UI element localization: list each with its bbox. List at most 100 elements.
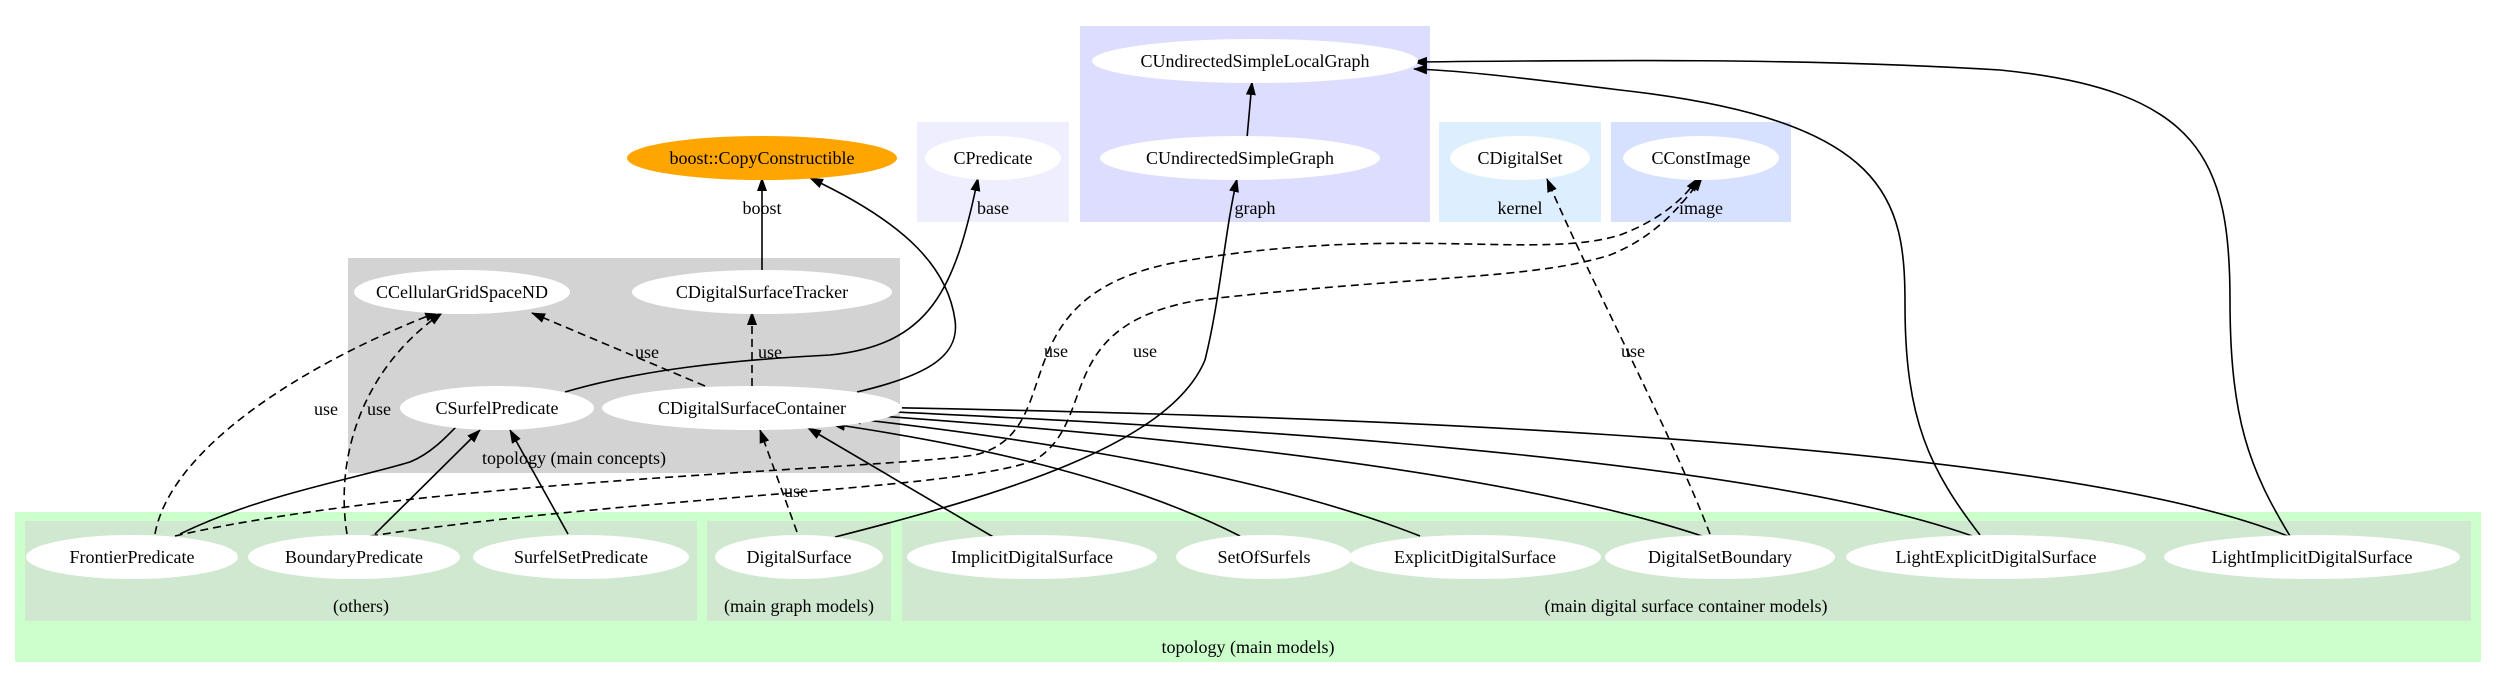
node-cconstimage[interactable]: CConstImage: [1623, 136, 1779, 180]
node-csurfelpredicate-shape[interactable]: [400, 386, 594, 430]
node-frontierpredicate-label: FrontierPredicate: [70, 547, 195, 567]
node-digitalsetboundary[interactable]: DigitalSetBoundary: [1605, 535, 1835, 579]
edge-surfelsetpredicate-to-csurfelpredicate: [509, 429, 569, 535]
node-lightexplicitdigitalsurface[interactable]: LightExplicitDigitalSurface: [1846, 535, 2146, 579]
node-cundirectedsimplelocalgraph-shape[interactable]: [1092, 39, 1418, 83]
node-frontierpredicate[interactable]: FrontierPredicate: [26, 535, 238, 579]
node-cdigitalsurfacecontainer-label: CDigitalSurfaceContainer: [658, 398, 846, 418]
node-cconstimage-shape[interactable]: [1623, 136, 1779, 180]
edge-frontierpredicate-to-ccellulargridspacend: [154, 311, 439, 535]
cluster-container-models-label: (main digital surface container models): [1545, 596, 1828, 617]
edge-digitalsurface-to-cdigitalsurfacecontainer: [759, 429, 798, 533]
node-cdigitalsurfacetracker[interactable]: CDigitalSurfaceTracker: [632, 270, 892, 314]
node-setofsurfels[interactable]: SetOfSurfels: [1176, 535, 1352, 579]
node-surfelsetpredicate-label: SurfelSetPredicate: [514, 547, 648, 567]
node-lightexplicitdigitalsurface-label: LightExplicitDigitalSurface: [1896, 547, 2097, 567]
node-ccellulargridspacend[interactable]: CCellularGridSpaceND: [354, 270, 570, 314]
edge-boundarypredicate-to-cconstimage: [369, 177, 1703, 537]
edge-cdigitalsurfacecontainer-to-ccellulargridspacend: [531, 312, 706, 387]
node-surfelsetpredicate[interactable]: SurfelSetPredicate: [473, 535, 689, 579]
edge-boundarypredicate-to-ccellulargridspacend: [343, 312, 443, 535]
cluster-base-label: base: [977, 198, 1009, 218]
node-boundarypredicate-shape[interactable]: [248, 535, 460, 579]
node-cdigitalset[interactable]: CDigitalSet: [1450, 136, 1590, 180]
node-cundirectedsimplelocalgraph[interactable]: CUndirectedSimpleLocalGraph: [1092, 39, 1418, 83]
node-cpredicate-label: CPredicate: [954, 148, 1033, 168]
node-digitalsetboundary-shape[interactable]: [1605, 535, 1835, 579]
edge-label-use-boundary-cellular: use: [367, 399, 391, 419]
node-cundirectedsimplegraph[interactable]: CUndirectedSimpleGraph: [1100, 136, 1380, 180]
edge-label-use-frontier-cellular: use: [314, 399, 338, 419]
node-cdigitalset-label: CDigitalSet: [1478, 148, 1563, 168]
node-cundirectedsimplegraph-label: CUndirectedSimpleGraph: [1146, 148, 1334, 168]
cluster-topology-concepts-label: topology (main concepts): [482, 448, 666, 469]
node-lightimplicitdigitalsurface[interactable]: LightImplicitDigitalSurface: [2164, 535, 2460, 579]
node-copyconstructible-label: boost::CopyConstructible: [669, 148, 854, 168]
edge-labels: boost use use use use use use use use: [314, 198, 1645, 501]
node-digitalsurface-label: DigitalSurface: [747, 547, 852, 567]
node-explicitdigitalsurface-shape[interactable]: [1349, 535, 1601, 579]
edge-lightexplicitdigitalsurface-to-cdigitalsurfacecontainer: [854, 405, 1976, 538]
node-frontierpredicate-shape[interactable]: [26, 535, 238, 579]
edge-lightexplicitdigitalsurface-to-cundirectedsimplelocalgraph: [1413, 64, 1981, 536]
edge-digitalsurface-to-cundirectedsimplegraph: [834, 178, 1239, 538]
edge-frontierpredicate-to-csurfelpredicate: [179, 404, 479, 535]
node-cpredicate-shape[interactable]: [925, 136, 1061, 180]
edge-digitalsetboundary-to-cdigitalset: [1546, 178, 1711, 535]
node-implicitdigitalsurface-label: ImplicitDigitalSurface: [951, 547, 1113, 567]
node-lightimplicitdigitalsurface-label: LightImplicitDigitalSurface: [2212, 547, 2413, 567]
nodes: CUndirectedSimpleLocalGraph CUndirectedS…: [26, 39, 2460, 579]
cluster-graph-label: graph: [1235, 198, 1276, 218]
node-cdigitalsurfacecontainer[interactable]: CDigitalSurfaceContainer: [602, 386, 902, 430]
node-implicitdigitalsurface[interactable]: ImplicitDigitalSurface: [907, 535, 1157, 579]
node-lightimplicitdigitalsurface-shape[interactable]: [2164, 535, 2460, 579]
edge-label-boost: boost: [742, 198, 781, 218]
node-lightexplicitdigitalsurface-shape[interactable]: [1846, 535, 2146, 579]
node-digitalsetboundary-label: DigitalSetBoundary: [1648, 547, 1792, 567]
edge-frontierpredicate-to-cconstimage: [174, 177, 1699, 537]
edge-label-use-container-cellular: use: [635, 342, 659, 362]
node-ccellulargridspacend-label: CCellularGridSpaceND: [376, 282, 548, 302]
edge-label-use-surface-container: use: [784, 481, 808, 501]
node-cdigitalsurfacecontainer-shape[interactable]: [602, 386, 902, 430]
node-explicitdigitalsurface-label: ExplicitDigitalSurface: [1394, 547, 1556, 567]
node-cdigitalsurfacetracker-label: CDigitalSurfaceTracker: [676, 282, 848, 302]
edge-label-use-boundary-image: use: [1133, 341, 1157, 361]
node-surfelsetpredicate-shape[interactable]: [473, 535, 689, 579]
cluster-image-label: image: [1679, 198, 1723, 218]
edge-setofsurfels-to-cdigitalsurfacecontainer: [831, 420, 1241, 537]
node-setofsurfels-shape[interactable]: [1176, 535, 1352, 579]
cluster-others-label: (others): [333, 596, 389, 617]
node-implicitdigitalsurface-shape[interactable]: [907, 535, 1157, 579]
node-digitalsurface-shape[interactable]: [715, 535, 883, 579]
edge-lightimplicitdigitalsurface-to-cdigitalsurfacecontainer: [856, 402, 2291, 538]
cluster-graph-models-label: (main graph models): [724, 596, 874, 617]
edge-digitalsetboundary-to-cdigitalsurfacecontainer: [852, 409, 1706, 538]
node-copyconstructible[interactable]: boost::CopyConstructible: [627, 136, 897, 180]
edge-boundarypredicate-to-csurfelpredicate: [374, 429, 481, 535]
edge-implicitdigitalsurface-to-cdigitalsurfacecontainer: [807, 427, 996, 539]
node-explicitdigitalsurface[interactable]: ExplicitDigitalSurface: [1349, 535, 1601, 579]
node-cconstimage-label: CConstImage: [1652, 148, 1751, 168]
node-csurfelpredicate-label: CSurfelPredicate: [436, 398, 559, 418]
edges: [154, 56, 2291, 539]
cluster-kernel-label: kernel: [1498, 198, 1543, 218]
node-setofsurfels-label: SetOfSurfels: [1218, 547, 1311, 567]
node-copyconstructible-shape[interactable]: [627, 136, 897, 180]
node-csurfelpredicate[interactable]: CSurfelPredicate: [400, 386, 594, 430]
node-ccellulargridspacend-shape[interactable]: [354, 270, 570, 314]
node-cundirectedsimplegraph-shape[interactable]: [1100, 136, 1380, 180]
node-cdigitalsurfacetracker-shape[interactable]: [632, 270, 892, 314]
edge-explicitdigitalsurface-to-cdigitalsurfacecontainer: [847, 414, 1421, 537]
cluster-topology-models-label: topology (main models): [1162, 637, 1335, 658]
node-cdigitalset-shape[interactable]: [1450, 136, 1590, 180]
edge-cundirectedsimplegraph-to-cundirectedsimplelocalgraph: [1245, 81, 1256, 139]
node-cundirectedsimplelocalgraph-label: CUndirectedSimpleLocalGraph: [1141, 51, 1370, 71]
node-digitalsurface[interactable]: DigitalSurface: [715, 535, 883, 579]
node-boundarypredicate[interactable]: BoundaryPredicate: [248, 535, 460, 579]
node-cpredicate[interactable]: CPredicate: [925, 136, 1061, 180]
edge-lightimplicitdigitalsurface-to-cundirectedsimplelocalgraph: [1413, 56, 2291, 537]
edge-label-use-frontier-image: use: [1044, 341, 1068, 361]
edge-csurfelpredicate-to-cpredicate: [564, 177, 981, 393]
